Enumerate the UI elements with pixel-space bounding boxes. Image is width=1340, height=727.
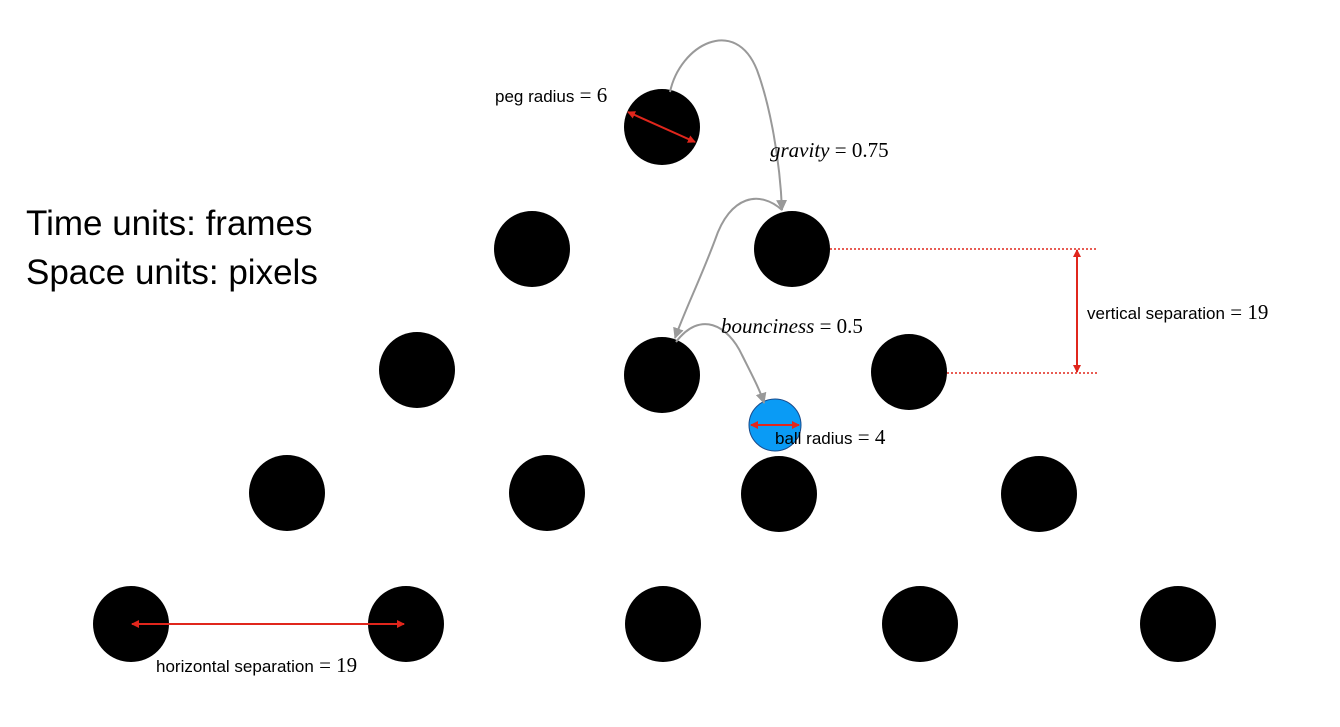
peg-row3 xyxy=(379,332,455,408)
peg-row4 xyxy=(249,455,325,531)
bounce-trajectory-arrow-2 xyxy=(675,323,767,404)
peg-radius-label: peg radius = 6 xyxy=(495,83,607,107)
ball-radius-label: ball radius = 4 xyxy=(775,425,886,449)
peg-row3 xyxy=(624,337,700,413)
peg-row4 xyxy=(509,455,585,531)
peg-row4 xyxy=(1001,456,1077,532)
vertical-separation-label: vertical separation = 19 xyxy=(1087,300,1268,324)
peg-row5 xyxy=(1140,586,1216,662)
peg-row5 xyxy=(368,586,444,662)
gravity-trajectory-arrow xyxy=(669,39,788,211)
peg-row5 xyxy=(882,586,958,662)
peg-radius-arrow xyxy=(627,111,696,143)
peg-row2 xyxy=(754,211,830,287)
horizontal-separation-label: horizontal separation = 19 xyxy=(156,653,357,677)
peg-row3 xyxy=(871,334,947,410)
gravity-label: gravity = 0.75 xyxy=(770,138,889,162)
peg-field xyxy=(93,89,1216,662)
space-units-label: Space units: pixels xyxy=(26,253,318,292)
peg-row4 xyxy=(741,456,817,532)
peg-row2 xyxy=(494,211,570,287)
time-units-label: Time units: frames xyxy=(26,204,313,243)
bounce-trajectory-arrow-1 xyxy=(673,197,783,339)
peg-row5 xyxy=(625,586,701,662)
bounciness-label: bounciness = 0.5 xyxy=(721,314,863,338)
